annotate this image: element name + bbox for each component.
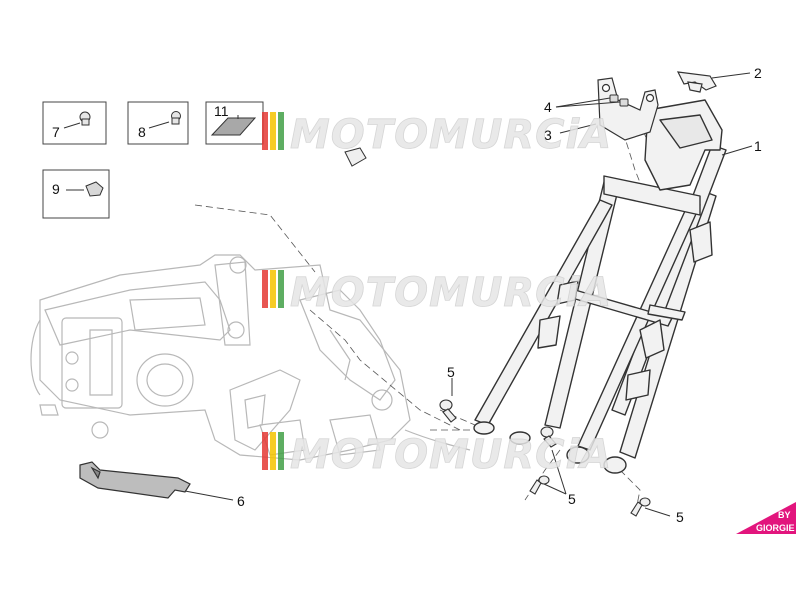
- callout-9: 9: [52, 181, 60, 197]
- part-box-11: [205, 101, 264, 145]
- screw-5b: [540, 426, 557, 448]
- watermark-top: MOTOMURCiA: [262, 112, 612, 158]
- part-box-7: [42, 101, 107, 145]
- callout-2: 2: [754, 65, 762, 81]
- rear-subframe: [473, 99, 727, 474]
- part-2-bracket: [676, 71, 717, 93]
- leader-lines: [184, 72, 753, 517]
- part-box-9: [42, 169, 110, 219]
- watermark-middle: MOTOMURCiA: [262, 270, 612, 316]
- badge-line1: BY: [778, 510, 791, 520]
- screw-5a: [439, 399, 457, 423]
- watermark-text: MOTOMURCiA: [290, 270, 612, 316]
- callout-11: 11: [214, 103, 229, 119]
- part-3-bracket: [597, 77, 659, 141]
- callout-7: 7: [52, 124, 60, 140]
- small-fitting: [344, 147, 367, 167]
- wm-stripe-red: [262, 270, 268, 308]
- wm-stripe-yellow: [270, 432, 276, 470]
- wm-stripe-red: [262, 432, 268, 470]
- corner-badge: BY GIORGIE: [736, 502, 796, 534]
- callout-4: 4: [544, 99, 552, 115]
- callout-3: 3: [544, 127, 552, 143]
- wm-stripe-red: [262, 112, 268, 150]
- watermark-bottom: MOTOMURCiA: [262, 432, 612, 478]
- watermark-text: MOTOMURCiA: [290, 432, 612, 478]
- wm-stripe-green: [278, 270, 284, 308]
- wm-stripe-green: [278, 432, 284, 470]
- callout-labels: 1 2 3 4 5 5 5 6 7 8 9 11: [52, 65, 762, 525]
- callout-1: 1: [754, 138, 762, 154]
- watermark-text: MOTOMURCiA: [290, 112, 612, 158]
- wm-stripe-green: [278, 112, 284, 150]
- screw-5d: [630, 497, 651, 517]
- callout-5a: 5: [447, 364, 455, 380]
- engine-frame-ghost: [30, 254, 471, 461]
- wm-stripe-yellow: [270, 112, 276, 150]
- badge-line2: GIORGIE: [756, 523, 795, 533]
- part-6-guard: [79, 461, 191, 499]
- callout-6: 6: [237, 493, 245, 509]
- part-4-bolts: [609, 94, 629, 107]
- callout-8: 8: [138, 124, 146, 140]
- callout-5b: 5: [568, 491, 576, 507]
- badge-shape: [736, 502, 796, 534]
- part-box-8: [127, 101, 189, 145]
- wm-stripe-yellow: [270, 270, 276, 308]
- callout-5c: 5: [676, 509, 684, 525]
